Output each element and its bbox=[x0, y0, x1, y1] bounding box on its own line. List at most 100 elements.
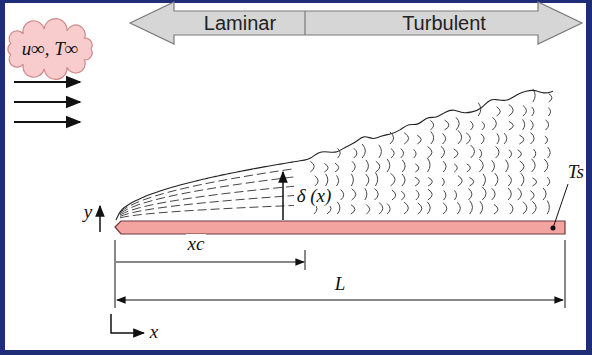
eddy bbox=[479, 149, 481, 158]
eddy bbox=[417, 135, 421, 144]
axis-label: x bbox=[148, 322, 160, 343]
eddy bbox=[354, 148, 357, 158]
thickness-label: δ (x) bbox=[295, 186, 334, 207]
eddy bbox=[337, 202, 340, 214]
eddy bbox=[494, 204, 498, 214]
eddy bbox=[483, 174, 485, 186]
eddy bbox=[387, 159, 390, 172]
eddy bbox=[534, 149, 536, 158]
eddy bbox=[492, 188, 495, 200]
regime-arrow-band: LaminarTurbulent bbox=[130, 2, 582, 44]
dimension-tick bbox=[565, 240, 566, 308]
eddy bbox=[497, 133, 499, 144]
eddy bbox=[352, 189, 356, 200]
eddy bbox=[392, 190, 396, 200]
eddy bbox=[545, 136, 548, 144]
eddy bbox=[470, 201, 473, 214]
eddy bbox=[531, 120, 534, 130]
eddy bbox=[492, 160, 495, 172]
eddy bbox=[510, 204, 513, 214]
eddy bbox=[390, 132, 394, 144]
eddy bbox=[335, 163, 339, 172]
eddy bbox=[546, 120, 549, 130]
eddy bbox=[458, 130, 462, 144]
eddy bbox=[482, 187, 486, 200]
eddy bbox=[415, 164, 419, 172]
eddy bbox=[454, 149, 458, 158]
eddy bbox=[431, 132, 434, 144]
laminar-streak bbox=[120, 205, 294, 217]
eddy bbox=[547, 201, 549, 214]
eddy bbox=[387, 204, 390, 214]
eddy bbox=[509, 104, 513, 116]
eddy bbox=[315, 176, 318, 186]
eddy bbox=[441, 146, 444, 158]
eddy bbox=[351, 174, 353, 186]
eddy bbox=[523, 202, 527, 214]
eddy bbox=[454, 190, 456, 200]
eddy bbox=[443, 133, 446, 144]
eddy bbox=[518, 150, 522, 158]
eddy bbox=[401, 191, 404, 200]
eddy bbox=[404, 202, 408, 214]
eddy bbox=[508, 188, 511, 200]
eddy bbox=[495, 173, 498, 186]
eddy bbox=[379, 203, 383, 214]
dimension-line bbox=[117, 299, 563, 300]
eddy bbox=[523, 105, 527, 116]
eddy bbox=[366, 160, 369, 172]
eddy bbox=[523, 119, 525, 130]
boundary-layer-edge bbox=[116, 90, 553, 220]
eddy bbox=[379, 145, 382, 158]
eddy bbox=[521, 173, 524, 186]
thickness-arrow bbox=[282, 172, 284, 220]
eddy bbox=[496, 146, 499, 158]
eddy bbox=[509, 150, 511, 158]
eddy bbox=[404, 133, 408, 144]
flow-arrow bbox=[14, 81, 80, 83]
eddy bbox=[470, 121, 473, 130]
eddy bbox=[518, 188, 522, 200]
eddy bbox=[352, 161, 355, 172]
eddy bbox=[482, 122, 485, 130]
eddy bbox=[415, 177, 419, 186]
eddy bbox=[543, 188, 546, 200]
eddy bbox=[337, 175, 339, 186]
eddy bbox=[402, 174, 405, 186]
axis-label: y bbox=[82, 202, 94, 223]
eddy bbox=[471, 145, 475, 158]
eddy bbox=[480, 201, 483, 214]
flow-arrow bbox=[14, 101, 80, 103]
divider bbox=[304, 11, 305, 35]
eddy bbox=[469, 177, 473, 186]
band-outline bbox=[130, 2, 582, 44]
eddy bbox=[375, 189, 379, 200]
surface-temperature-label: Ts bbox=[566, 162, 586, 183]
eddy bbox=[532, 201, 536, 214]
eddy bbox=[338, 148, 341, 158]
eddy bbox=[365, 188, 367, 200]
eddy bbox=[310, 161, 314, 172]
laminar-streak bbox=[120, 169, 294, 213]
eddy bbox=[457, 202, 460, 214]
eddy bbox=[456, 117, 459, 130]
y-axis-arrow bbox=[99, 206, 101, 232]
eddy bbox=[366, 205, 369, 214]
regime-label: Turbulent bbox=[402, 12, 486, 35]
dimension-tick bbox=[115, 240, 116, 308]
eddy bbox=[445, 120, 449, 130]
eddy bbox=[466, 133, 470, 144]
eddy bbox=[418, 203, 422, 214]
eddy bbox=[549, 94, 552, 102]
free-stream-cloud: u∞, T∞ bbox=[3, 24, 97, 74]
laminar-streak bbox=[120, 177, 294, 214]
eddy bbox=[362, 144, 365, 158]
eddy bbox=[444, 190, 446, 200]
eddy bbox=[530, 191, 534, 200]
eddy bbox=[520, 161, 524, 172]
eddy bbox=[532, 178, 536, 186]
eddy bbox=[326, 174, 328, 186]
eddy bbox=[548, 147, 551, 158]
eddy bbox=[428, 147, 432, 158]
